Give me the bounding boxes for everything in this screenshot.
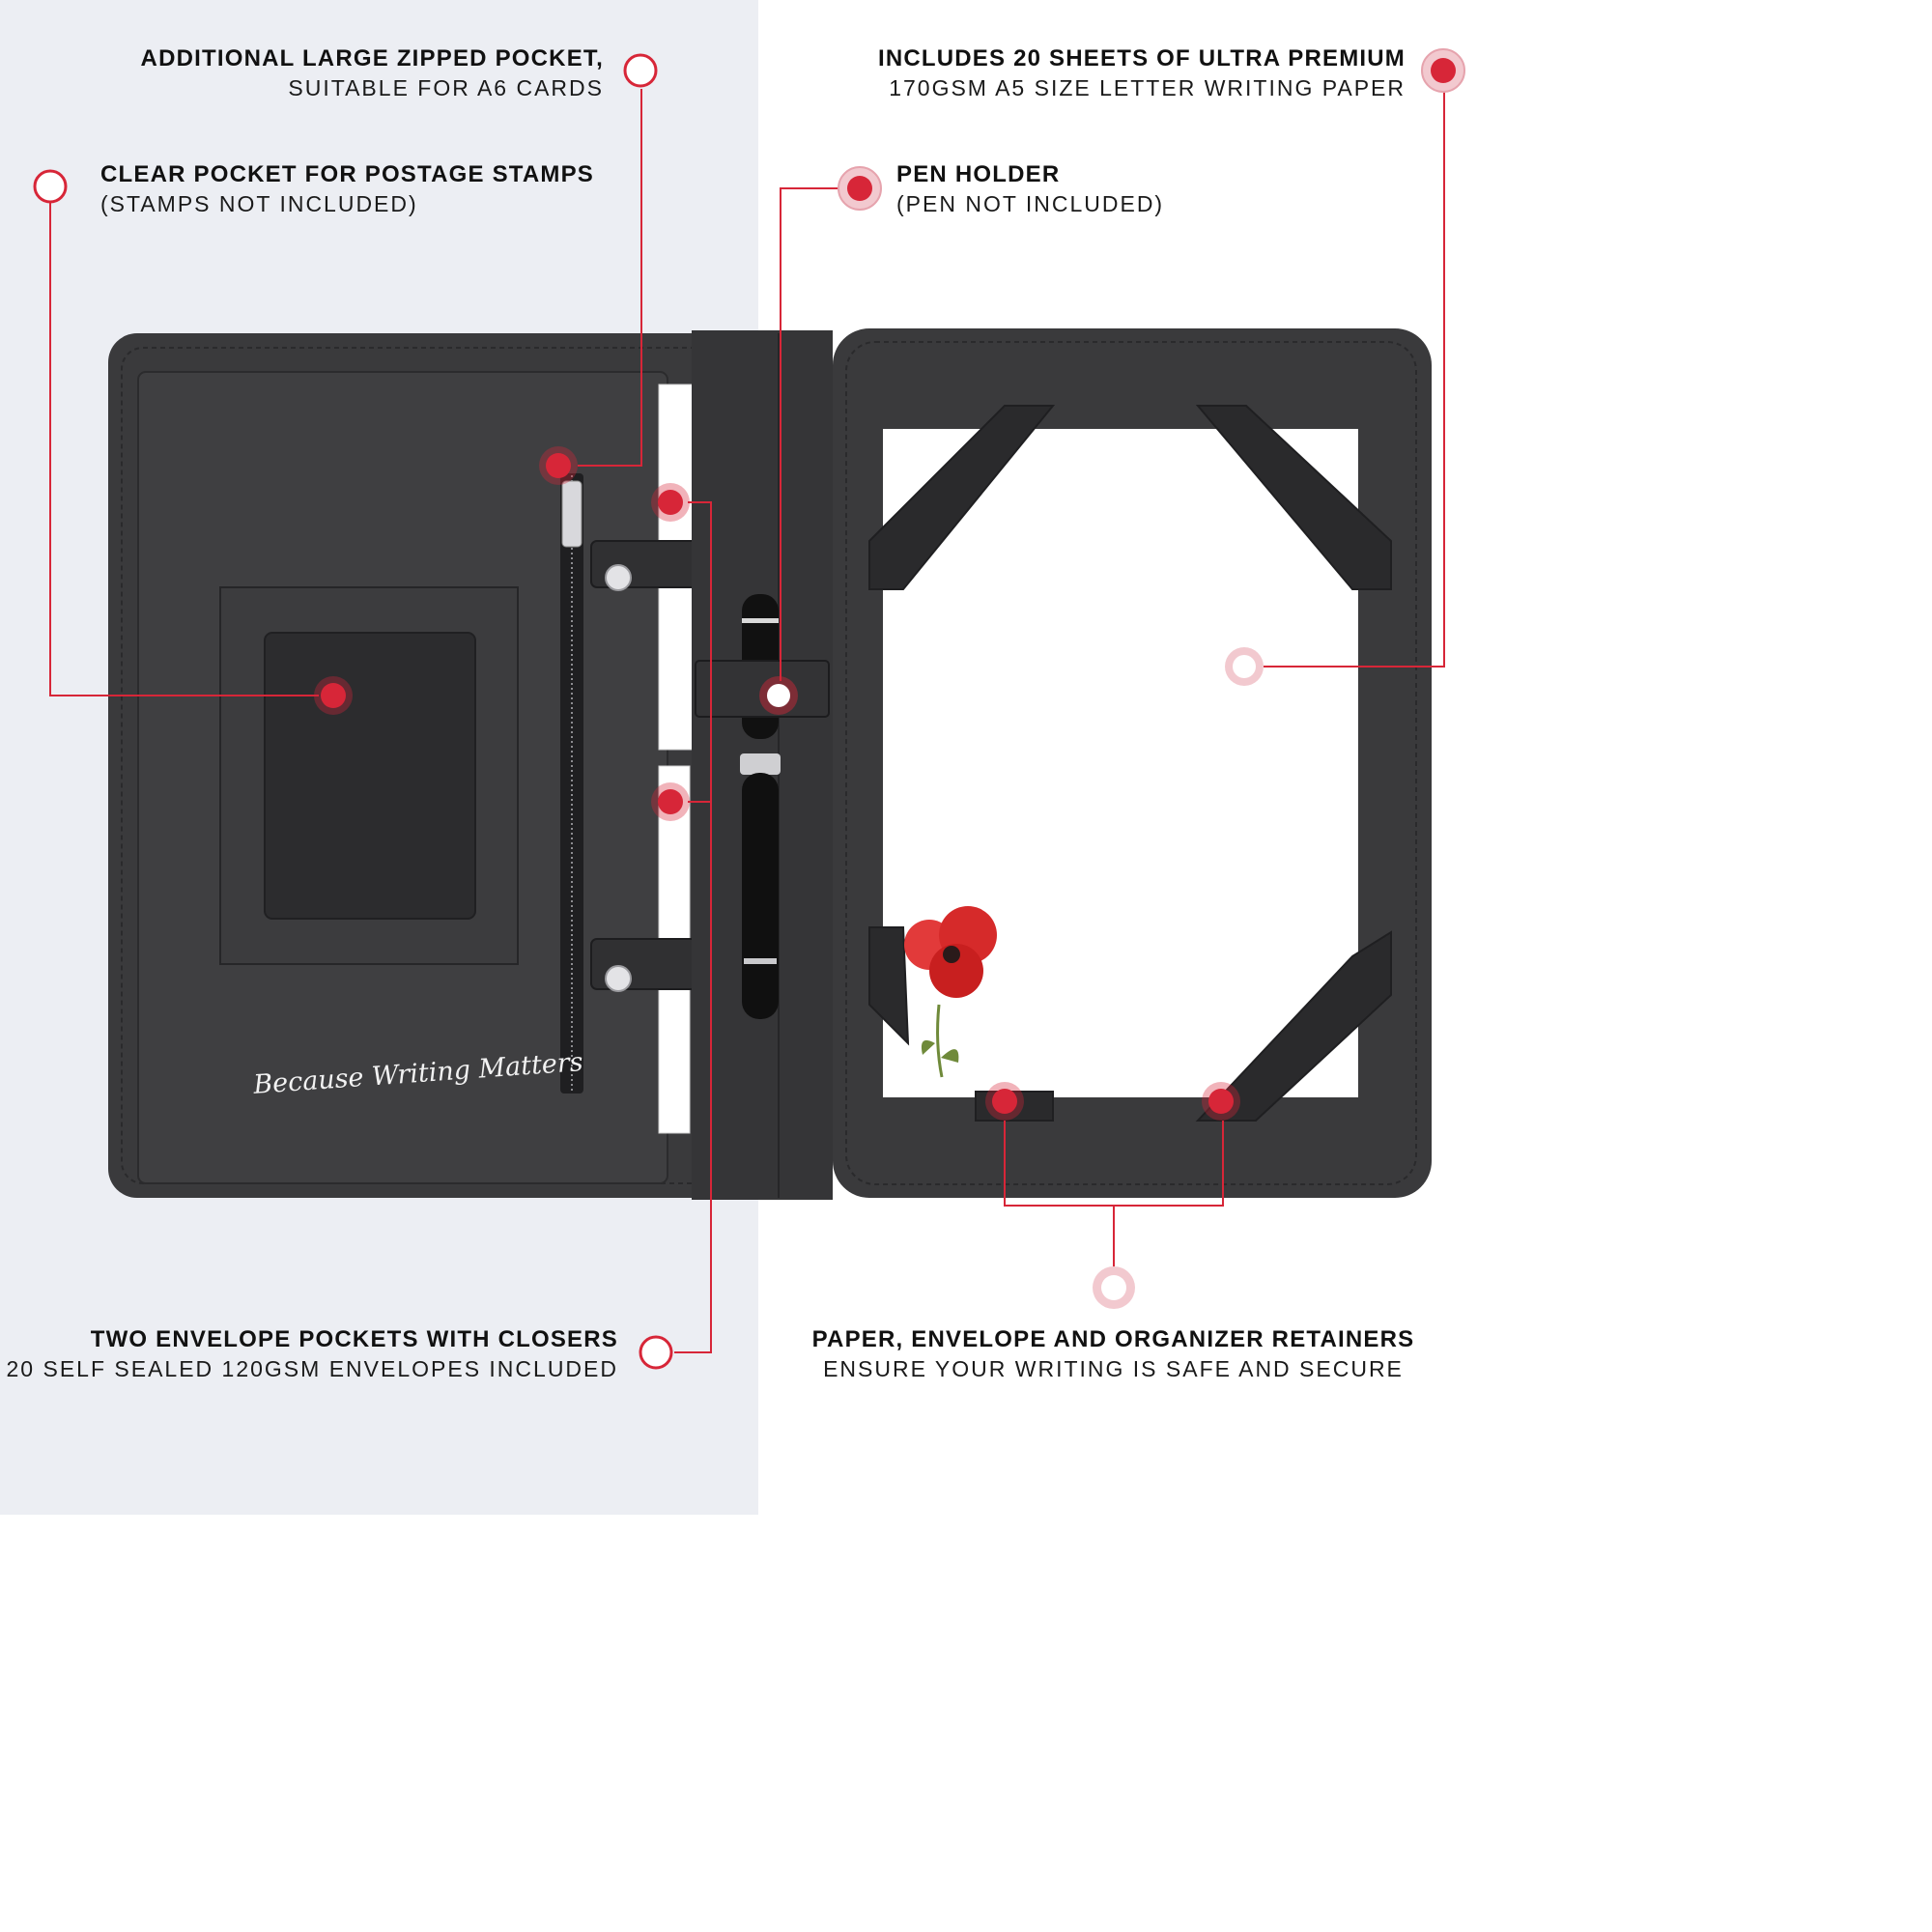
callout-retainers: PAPER, ENVELOPE AND ORGANIZER RETAINERS … (811, 1325, 1415, 1383)
callout-subtitle: ENSURE YOUR WRITING IS SAFE AND SECURE (823, 1356, 1404, 1381)
callout-subtitle: SUITABLE FOR A6 CARDS (288, 75, 604, 100)
callout-envelope-pockets: TWO ENVELOPE POCKETS WITH CLOSERS 20 SEL… (7, 1325, 619, 1383)
pen-holder-strap (695, 660, 830, 718)
snap-button-top (605, 564, 632, 591)
writing-folio-illustration (33, 48, 1465, 1370)
callout-subtitle: 20 SELF SEALED 120GSM ENVELOPES INCLUDED (6, 1356, 618, 1381)
callout-zipped-pocket: ADDITIONAL LARGE ZIPPED POCKET, SUITABLE… (141, 44, 604, 102)
callout-subtitle: (STAMPS NOT INCLUDED) (100, 191, 418, 216)
callout-title: PAPER, ENVELOPE AND ORGANIZER RETAINERS (811, 1326, 1415, 1352)
folio-right-stitch (845, 341, 1417, 1185)
pen-ring-top (742, 618, 779, 623)
callout-title: ADDITIONAL LARGE ZIPPED POCKET, (140, 45, 604, 71)
callout-subtitle: 170GSM A5 SIZE LETTER WRITING PAPER (889, 75, 1406, 100)
callout-stamp-pocket: CLEAR POCKET FOR POSTAGE STAMPS (STAMPS … (100, 160, 594, 218)
callout-pen-holder: PEN HOLDER (PEN NOT INCLUDED) (896, 160, 1164, 218)
pen-body-bottom (742, 773, 779, 1019)
callout-title: PEN HOLDER (896, 161, 1061, 187)
poppy-flower (904, 906, 997, 1078)
callout-title: TWO ENVELOPE POCKETS WITH CLOSERS (90, 1326, 618, 1352)
callout-title: CLEAR POCKET FOR POSTAGE STAMPS (100, 161, 595, 187)
zipper (560, 473, 583, 1094)
stamp-pocket-window (264, 632, 476, 920)
connector-lines (49, 89, 1445, 1353)
callout-subtitle: (PEN NOT INCLUDED) (896, 191, 1165, 216)
elastic-retainers (868, 405, 1392, 1122)
callout-title: INCLUDES 20 SHEETS OF ULTRA PREMIUM (877, 45, 1406, 71)
pen-ring-mid (740, 753, 781, 775)
snap-button-bottom (605, 965, 632, 992)
callout-paper: INCLUDES 20 SHEETS OF ULTRA PREMIUM 170G… (878, 44, 1406, 102)
marker-dots (33, 48, 1465, 1370)
zipper-pull (561, 480, 582, 548)
